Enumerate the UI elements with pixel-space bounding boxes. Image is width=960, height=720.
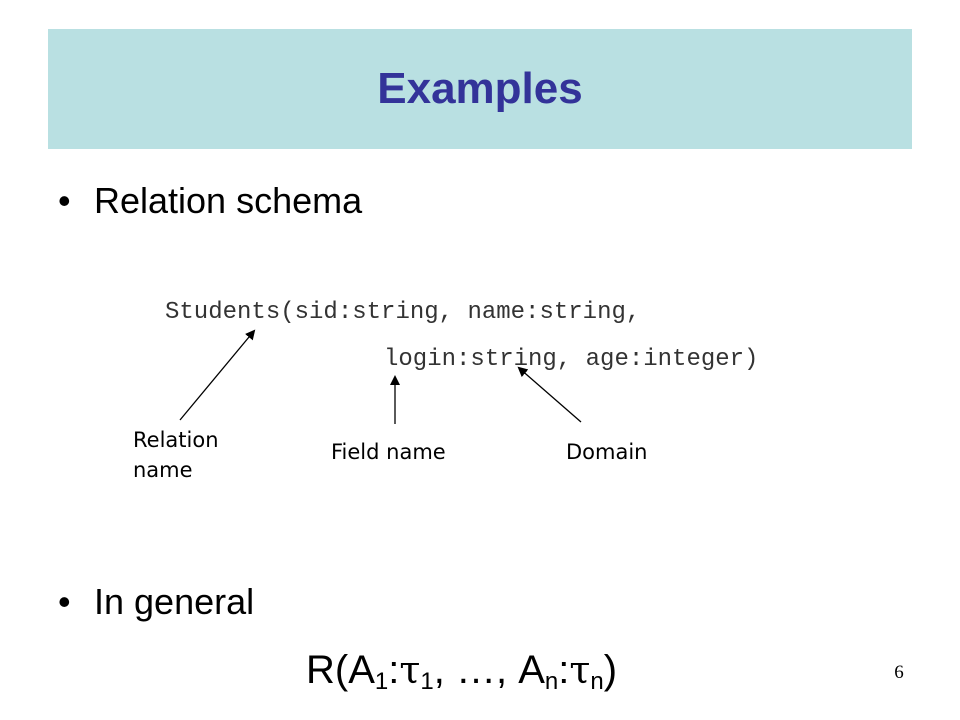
formula-open: R(A xyxy=(306,648,375,692)
arrow-domain xyxy=(517,366,582,423)
formula-colon-n: : xyxy=(558,648,570,692)
formula-tau-n: τ xyxy=(569,648,591,692)
bullet-text: In general xyxy=(94,581,255,622)
formula-close: ) xyxy=(603,648,618,692)
bullet-dot: • xyxy=(58,581,71,622)
general-relation-formula: R(A1:τ1, …, An:τn) xyxy=(306,642,617,698)
formula-sub-tau-n: n xyxy=(590,668,604,695)
annotation-relation-name: Relation name xyxy=(133,425,219,485)
formula-sub-1: 1 xyxy=(374,668,389,695)
annotation-field-name: Field name xyxy=(331,440,446,464)
slide-number: 6 xyxy=(894,662,904,683)
formula-middle: , …, A xyxy=(433,648,545,692)
bullet-relation-schema: • Relation schema xyxy=(58,181,362,221)
bullet-in-general: • In general xyxy=(58,582,254,622)
arrow-relation-name xyxy=(179,329,256,421)
bullet-dot: • xyxy=(58,180,71,221)
formula-sub-tau-1: 1 xyxy=(420,668,434,695)
slide-title: Examples xyxy=(377,64,583,113)
annotation-domain: Domain xyxy=(566,440,648,464)
annotation-relation-name-line1: Relation xyxy=(133,428,219,452)
formula-colon-1: : xyxy=(388,648,400,692)
code-line-login: login:string, age:integer) xyxy=(384,346,759,373)
annotation-relation-name-line2: name xyxy=(133,458,193,482)
formula-tau-1: τ xyxy=(399,648,421,692)
bullet-text: Relation schema xyxy=(94,180,363,221)
code-line-students: Students(sid:string, name:string, xyxy=(165,299,641,326)
title-bar: Examples xyxy=(48,29,912,149)
formula-sub-n: n xyxy=(544,668,559,695)
